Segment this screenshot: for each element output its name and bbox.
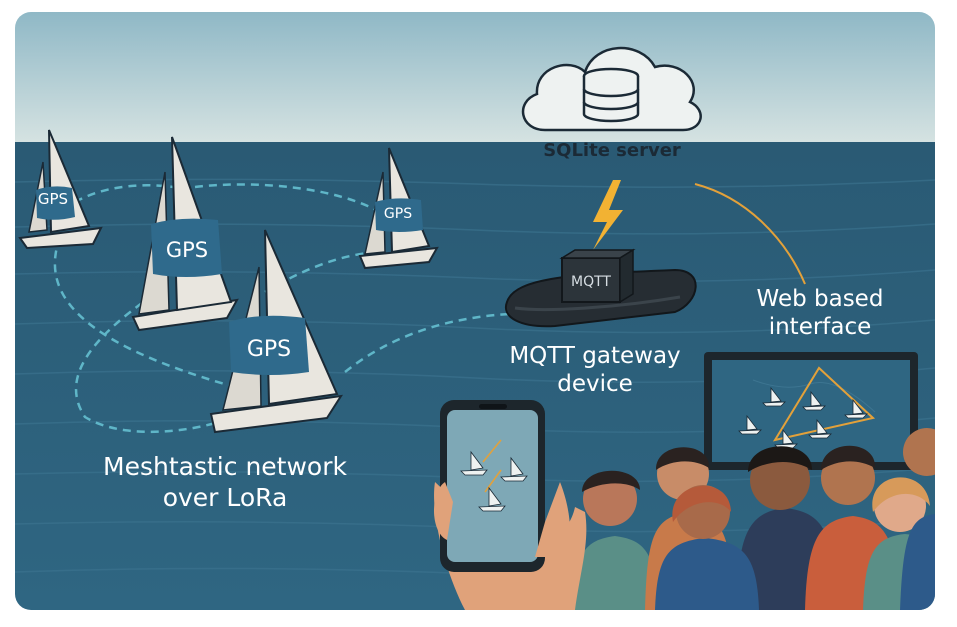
cloud-title: SQLite server	[543, 140, 681, 161]
mesh-network-line-1: Meshtastic network	[103, 452, 347, 481]
sailboat-2	[131, 136, 239, 332]
mqtt-gateway-boat	[504, 248, 697, 328]
lightning-icon	[593, 180, 623, 250]
database-icon	[582, 67, 640, 123]
mesh-links	[53, 183, 511, 434]
audience	[570, 428, 935, 610]
sailboat-1	[18, 129, 103, 250]
boat-3-gps-label: GPS	[383, 206, 413, 222]
sailboat-3	[358, 147, 439, 270]
web-monitor	[704, 352, 918, 470]
web-interface-label: Web based interface	[745, 285, 895, 341]
sky	[15, 12, 935, 144]
web-link-arc	[694, 183, 806, 285]
web-interface-line-2: interface	[768, 314, 872, 341]
boat-2-gps-label: GPS	[165, 238, 209, 262]
sailboat-4	[209, 229, 344, 434]
boat-4-gps-label: GPS	[246, 337, 292, 362]
web-interface-line-1: Web based	[756, 286, 884, 312]
phone-in-hand	[433, 400, 587, 610]
cloud-server	[521, 46, 702, 132]
gateway-line-2: device	[557, 371, 633, 398]
gateway-line-1: MQTT gateway	[509, 343, 681, 369]
gateway-label: MQTT gateway device	[495, 342, 695, 398]
illustration-frame: SQLite server GPS GPS GPS GPS MQTT Mesht…	[15, 12, 935, 610]
boat-1-gps-label: GPS	[37, 190, 69, 208]
mesh-network-line-2: over LoRa	[162, 482, 288, 512]
mesh-network-label: Meshtastic network over LoRa	[85, 452, 365, 513]
mqtt-box-label: MQTT	[571, 274, 611, 290]
scene	[15, 12, 935, 610]
